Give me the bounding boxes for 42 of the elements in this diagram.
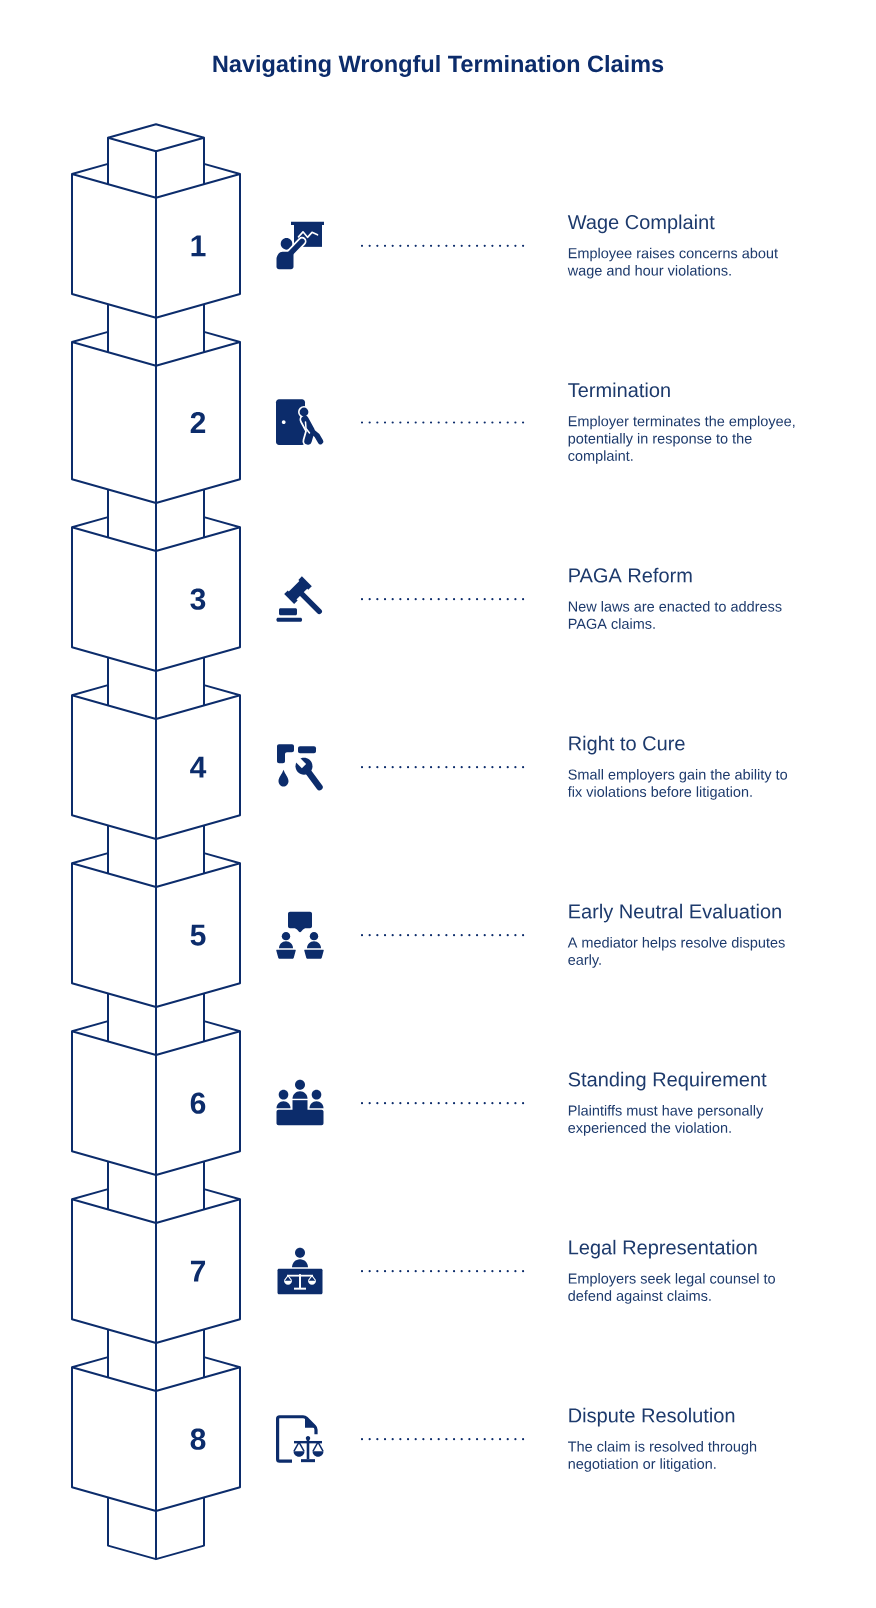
step-description: Employee raises concerns about wage and hour violations. [567, 247, 778, 279]
connector-prism [107, 992, 205, 1056]
connector-prism [107, 1160, 205, 1224]
step-title: PAGA Reform [569, 567, 692, 583]
legal-document-icon [276, 1415, 324, 1463]
title: Navigating Wrongful Termination Claims [213, 55, 664, 77]
gavel-icon [276, 576, 322, 622]
connector-prism [107, 123, 205, 199]
connector-prism [107, 488, 205, 552]
connector-prism [107, 656, 205, 720]
step-title: Wage Complaint [567, 214, 715, 234]
step-title: Termination [568, 382, 670, 398]
judge-bench-icon [277, 1247, 323, 1295]
numbered-cube: 8 [71, 1356, 241, 1512]
pipe-wrench-icon [277, 744, 323, 791]
numbered-cube: 7 [71, 1188, 241, 1344]
step-description: The claim is resolved through negotiation or litigation. [568, 1441, 757, 1472]
mediation-icon [276, 911, 324, 959]
connector-prism [107, 303, 205, 367]
door-exit-icon [276, 399, 325, 447]
numbered-cube: 6 [71, 1020, 241, 1176]
step-description: Plaintiffs must have personally experienced the violation. [568, 1105, 764, 1136]
numbered-cube: 3 [71, 516, 241, 672]
numbered-cube: 1 [71, 162, 241, 319]
step-title: Legal Representation [569, 1239, 757, 1259]
step-title: Right to Cure [569, 735, 685, 755]
numbered-cube: 4 [71, 684, 241, 840]
step-description: Employers seek legal counsel to defend against claims. [568, 1273, 775, 1304]
step-title: Dispute Resolution [569, 1407, 735, 1427]
numbered-cube: 2 [71, 330, 241, 504]
step-title: Early Neutral Evaluation [569, 903, 781, 923]
presenter-icon [276, 221, 324, 270]
connector-prism [107, 1496, 205, 1561]
step-description: Small employers gain the ability to fix violations before litigation. [567, 769, 788, 800]
step-description: New laws are enacted to address PAGA claims. [568, 601, 782, 629]
group-podium-icon [276, 1079, 324, 1126]
step-description: A mediator helps resolve disputes early. [567, 937, 785, 968]
connector-prism [107, 1328, 205, 1392]
numbered-cube: 5 [71, 852, 241, 1008]
step-description: Employer terminates the employee, potentially in response to the complaint. [568, 415, 795, 464]
connector-prism [107, 824, 205, 888]
step-title: Standing Requirement [568, 1071, 767, 1091]
